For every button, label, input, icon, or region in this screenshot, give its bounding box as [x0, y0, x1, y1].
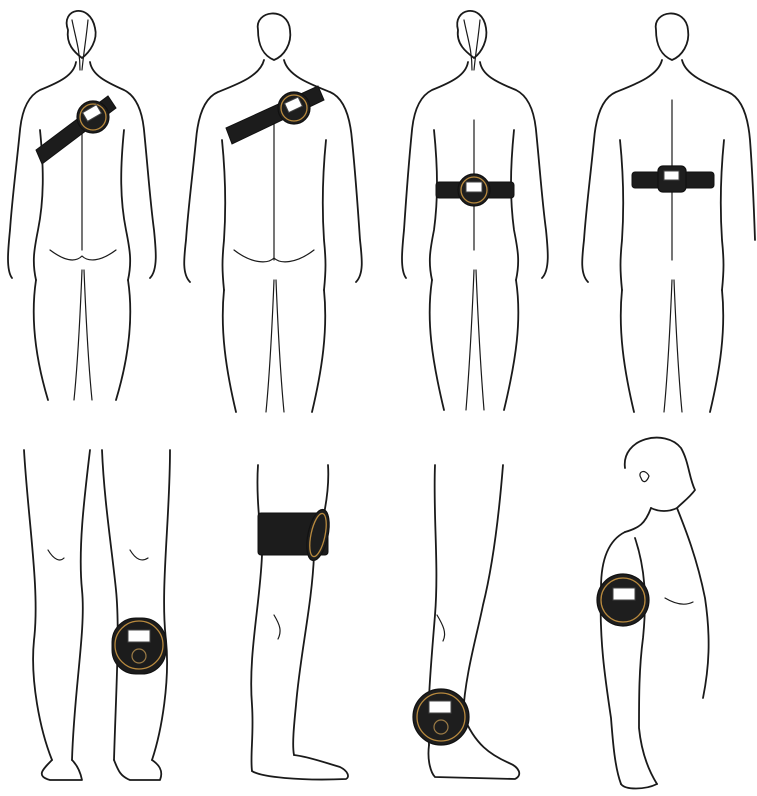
panel-male-back-shoulder — [178, 0, 368, 420]
panel-legs-back-calf — [20, 440, 190, 790]
male-back-figure — [576, 0, 757, 420]
female-back-figure — [0, 0, 170, 410]
leg-side-figure — [230, 455, 360, 795]
panel-torso-side-arm — [585, 428, 735, 790]
leg-side-figure — [405, 455, 535, 795]
shoulder-strap — [226, 86, 324, 144]
torso-side-figure — [585, 428, 735, 790]
device-icon — [597, 574, 649, 626]
panel-leg-side-ankle — [405, 455, 535, 795]
panel-male-back-waist — [576, 0, 757, 420]
device-icon — [458, 174, 490, 206]
female-back-figure — [398, 0, 558, 420]
device-icon — [658, 166, 686, 192]
panel-female-back-waist — [398, 0, 558, 420]
device-icon — [77, 101, 109, 133]
device-icon — [413, 689, 469, 745]
calf-band — [112, 618, 166, 674]
legs-back-figure — [20, 440, 190, 790]
device-icon — [278, 92, 310, 124]
panel-female-back-shoulder — [0, 0, 170, 410]
panel-leg-side-thigh — [230, 455, 360, 795]
male-back-figure — [178, 0, 368, 420]
device-icon — [112, 618, 166, 674]
